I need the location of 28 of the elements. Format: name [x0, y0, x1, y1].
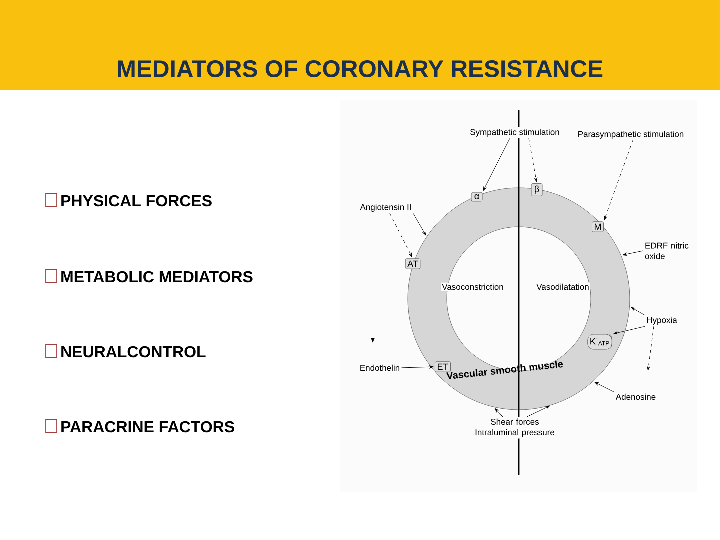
receptor-box: M [592, 222, 604, 232]
leader-arrow [528, 138, 538, 182]
receptor-box: ET [435, 362, 451, 372]
leader-arrow [390, 213, 412, 258]
bullet-text: METABOLIC MEDIATORS [62, 271, 253, 283]
leader-arrow [526, 406, 550, 418]
leader-arrow [402, 366, 434, 369]
factor-label: Hypoxia [645, 316, 679, 326]
leader-arrow [647, 326, 654, 371]
slide-title: MEDIATORS OF CORONARY RESISTANCE [118, 60, 603, 78]
leader-arrow [494, 408, 504, 418]
factor-label: Sympathetic stimulation [468, 128, 562, 138]
leader-arrow [614, 326, 646, 335]
factor-label: Parasympathetic stimulation [576, 130, 686, 140]
receptor-box: AT [405, 258, 421, 270]
factor-label: Shear forces Intraluminal pressure [472, 417, 558, 439]
leader-arrow [413, 213, 426, 236]
bullet-text: PARACRINE FACTORS [62, 421, 234, 433]
leader-arrow [631, 307, 646, 316]
bullet-text: PHYSICAL FORCES [62, 195, 212, 207]
factor-label: EDRF nitric oxide [644, 241, 692, 261]
leader-arrow [483, 138, 510, 192]
receptor-box: β [531, 184, 543, 196]
leader-arrow [594, 382, 614, 392]
leader-arrow [604, 140, 634, 220]
leader-arrow [622, 250, 644, 256]
bullet-text: NEURALCONTROL [62, 346, 206, 358]
receptor-box: α [471, 192, 483, 202]
